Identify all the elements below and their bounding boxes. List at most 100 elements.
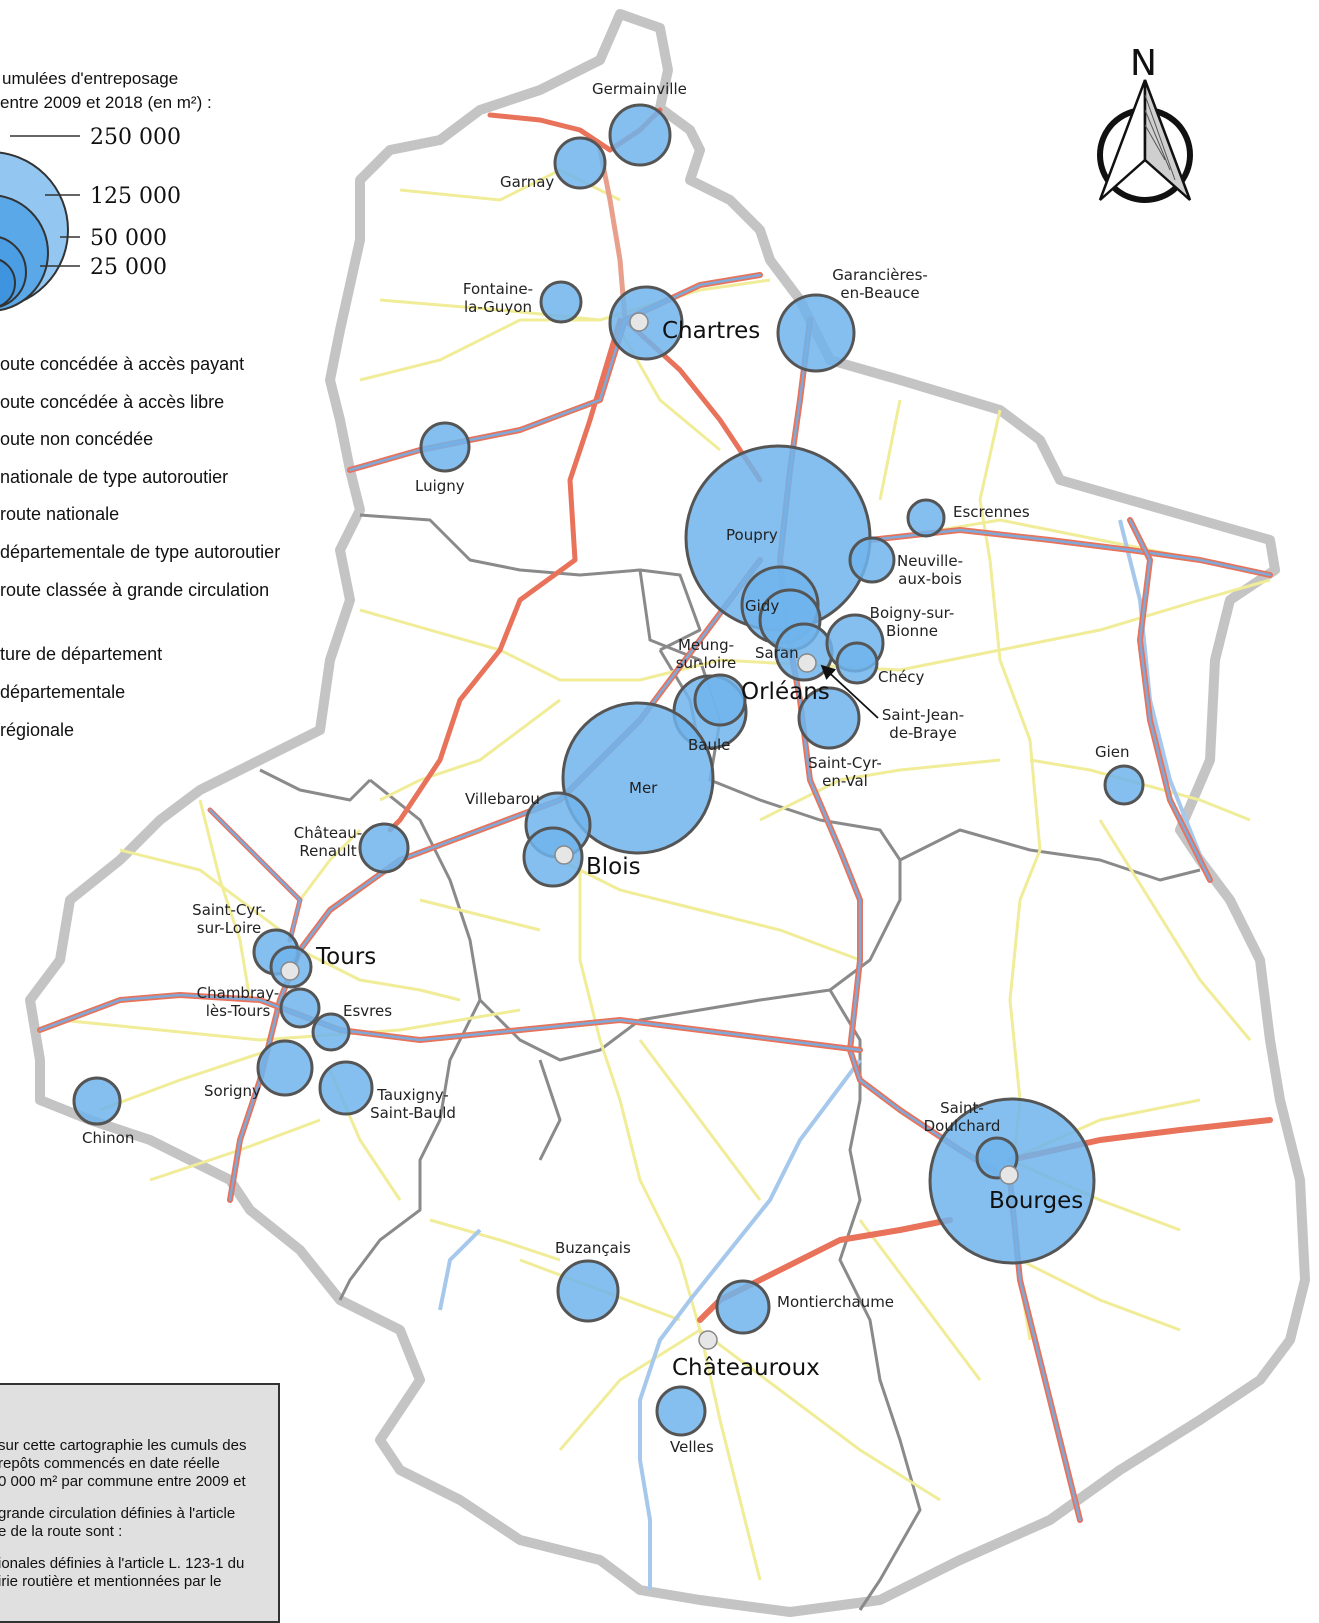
legend-road-2: oute non concédée [0,429,153,449]
bubble-garancieres [776,293,856,373]
label-neuville: Neuville-aux-bois [897,552,963,588]
legend-size-25000: 25 000 [90,255,167,280]
bubble-chinon [72,1076,122,1126]
label-orleans: Orléans [741,679,830,705]
prefecture-dot-bourges [999,1165,1019,1185]
label-montierchaume: Montierchaume [777,1293,894,1311]
bubble-luigny [419,421,471,473]
label-boigny: Boigny-sur-Bionne [870,604,955,640]
label-gien: Gien [1095,743,1130,761]
legend-admin-0: ture de département [0,644,162,664]
bubble-fontaine-la-guyon [539,280,583,324]
label-poupry: Poupry [726,526,778,544]
bubble-velles [655,1385,707,1437]
prefecture-dot-chartres [629,312,649,332]
legend-title-line2: entre 2009 et 2018 (en m²) : [0,93,212,112]
label-escrennes: Escrennes [953,503,1030,521]
label-sorigny: Sorigny [204,1082,261,1100]
label-germainville: Germainville [592,80,687,98]
bubble-blois [522,826,584,888]
notes-box: sur cette cartographie les cumuls des re… [0,1383,280,1623]
bubble-germainville [608,103,672,167]
bubble-mer [561,701,715,855]
prefecture-markers [280,312,1019,1350]
legend-road-5: départementale de type autoroutier [0,542,280,562]
label-tours: Tours [315,944,376,970]
label-bourges: Bourges [989,1188,1083,1214]
label-baule: Baule [688,736,730,754]
commune-labels: Germainville Garnay Fontaine-la-Guyon Ga… [82,80,1130,1456]
legend-road-1: oute concédée à accès libre [0,392,224,412]
bubble-neuville [848,536,896,584]
warehouse-bubbles [72,103,1145,1437]
legend-road-3: nationale de type autoroutier [0,467,228,487]
label-velles: Velles [670,1438,714,1456]
label-chateau-renault: Château-Renault [294,824,362,860]
label-villebarou: Villebarou [465,790,540,808]
legend-road-4: route nationale [0,504,119,524]
legend-road-6: route classée à grande circulation [0,580,269,600]
label-saint-doulchard: Saint-Doulchard [924,1099,1001,1135]
note-paragraph-1: sur cette cartographie les cumuls des re… [0,1437,247,1490]
north-arrow-needle-right [1143,79,1192,201]
legend-size-50000: 50 000 [90,226,167,251]
label-garnay: Garnay [500,173,554,191]
label-checy: Chécy [878,668,924,686]
bubble-chateau-renault [358,822,410,874]
legend-circle-25000 [0,259,16,307]
north-label: N [1130,43,1157,84]
bubble-checy [835,641,879,685]
label-chateauroux: Châteauroux [672,1355,820,1381]
bubble-baule [693,673,747,727]
label-saint-cyr-en-val: Saint-Cyr-en-Val [808,754,882,790]
north-arrow: N [1097,43,1193,203]
bubble-gien [1103,764,1145,806]
label-saint-cyr-sur-loire: Saint-Cyr-sur-Loire [192,901,266,937]
legend-road-0: oute concédée à accès payant [0,354,244,374]
label-esvres: Esvres [343,1002,392,1020]
region-border [25,9,1310,1617]
legend-size-250000: 250 000 [90,125,181,150]
label-blois: Blois [586,854,641,880]
north-arrow-needle-left [1098,79,1147,201]
prefecture-labels: Chartres Orléans Blois Tours Bourges Châ… [315,318,1083,1381]
label-chartres: Chartres [662,318,760,344]
label-tauxigny: Tauxigny-Saint-Bauld [370,1086,456,1122]
national-roads [438,519,1212,1590]
label-mer: Mer [629,779,658,797]
bubble-montierchaume [715,1279,771,1335]
bubble-esvres [311,1012,351,1052]
legend-title-line1: umulées d'entreposage [2,69,178,88]
bubble-buzancais [556,1259,620,1323]
label-garancieres: Garancières-en-Beauce [832,266,928,302]
legend-admin-2: régionale [0,720,74,740]
prefecture-dot-orleans [797,653,817,673]
major-traffic-roads [59,168,1271,1581]
label-buzancais: Buzançais [555,1239,631,1257]
prefecture-dot-chateauroux [698,1330,718,1350]
legend-admin-1: départementale [0,682,125,702]
label-chambray: Chambray-lès-Tours [197,984,280,1020]
label-gidy: Gidy [745,597,779,615]
label-luigny: Luigny [415,477,465,495]
leader-line-saint-jean-de-braye [820,664,879,719]
prefecture-dot-blois [554,845,574,865]
legend-size-circles [0,151,69,312]
note-paragraph-2: grande circulation définies à l'article … [0,1505,236,1540]
bubble-escrennes [906,498,946,538]
label-chinon: Chinon [82,1129,134,1147]
label-fontaine-la-guyon: Fontaine-la-Guyon [463,280,533,316]
bubble-chambray [279,987,321,1029]
label-saint-jean-de-braye: Saint-Jean-de-Braye [882,706,964,742]
label-saran: Saran [755,644,799,662]
legend-size-125000: 125 000 [90,184,181,209]
legend: umulées d'entreposage entre 2009 et 2018… [0,69,280,740]
bubble-saint-cyr-en-val [797,686,861,750]
bubble-sorigny [256,1039,314,1097]
bubble-tauxigny [318,1060,374,1116]
bubble-garnay [553,136,607,190]
label-meung: Meung-sur-loire [676,636,737,672]
prefecture-dot-tours [280,961,300,981]
note-paragraph-3: ionales définies à l'article L. 123-1 du… [0,1555,245,1590]
